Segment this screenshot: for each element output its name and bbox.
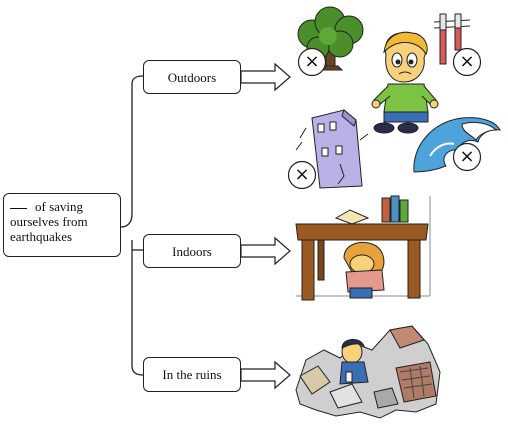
- utility-pole-illustration: [433, 13, 471, 65]
- cross-marker-tree: [297, 47, 327, 77]
- branch-outdoors-box: Outdoors: [143, 60, 241, 94]
- branch-indoors-label: Indoors: [172, 243, 212, 259]
- cross-icon: ×: [459, 146, 475, 167]
- boy-illustration: [371, 31, 439, 134]
- arrow-indoors: [240, 236, 291, 266]
- branch-outdoors-label: Outdoors: [167, 69, 217, 85]
- connector-brace: [120, 75, 144, 376]
- answer-blank: [10, 198, 27, 209]
- tree-illustration: [297, 6, 364, 71]
- root-text-line3: earthquakes: [10, 229, 73, 244]
- collapsing-building-illustration: [295, 109, 369, 189]
- ruins-rubble-illustration: [295, 325, 441, 419]
- branch-ruins-label: In the ruins: [162, 367, 222, 382]
- branch-indoors-box: Indoors: [143, 234, 241, 268]
- root-line-1: of saving: [10, 198, 114, 214]
- cross-marker-pole: [452, 47, 482, 77]
- branch-ruins-box: In the ruins: [143, 357, 241, 392]
- desk-shelter-illustration: [295, 195, 431, 301]
- cross-icon: ×: [304, 51, 320, 72]
- root-topic-box: of saving ourselves from earthquakes: [3, 193, 121, 257]
- root-text-line1: of saving: [35, 199, 84, 214]
- root-text-line2: ourselves from: [10, 214, 88, 229]
- cross-icon: ×: [294, 164, 310, 185]
- cross-marker-wave: [452, 142, 482, 172]
- arrow-outdoors: [240, 62, 291, 92]
- cross-marker-building: [287, 160, 317, 190]
- tsunami-wave-illustration: [413, 117, 501, 173]
- cross-icon: ×: [459, 51, 475, 72]
- arrow-ruins: [240, 360, 291, 390]
